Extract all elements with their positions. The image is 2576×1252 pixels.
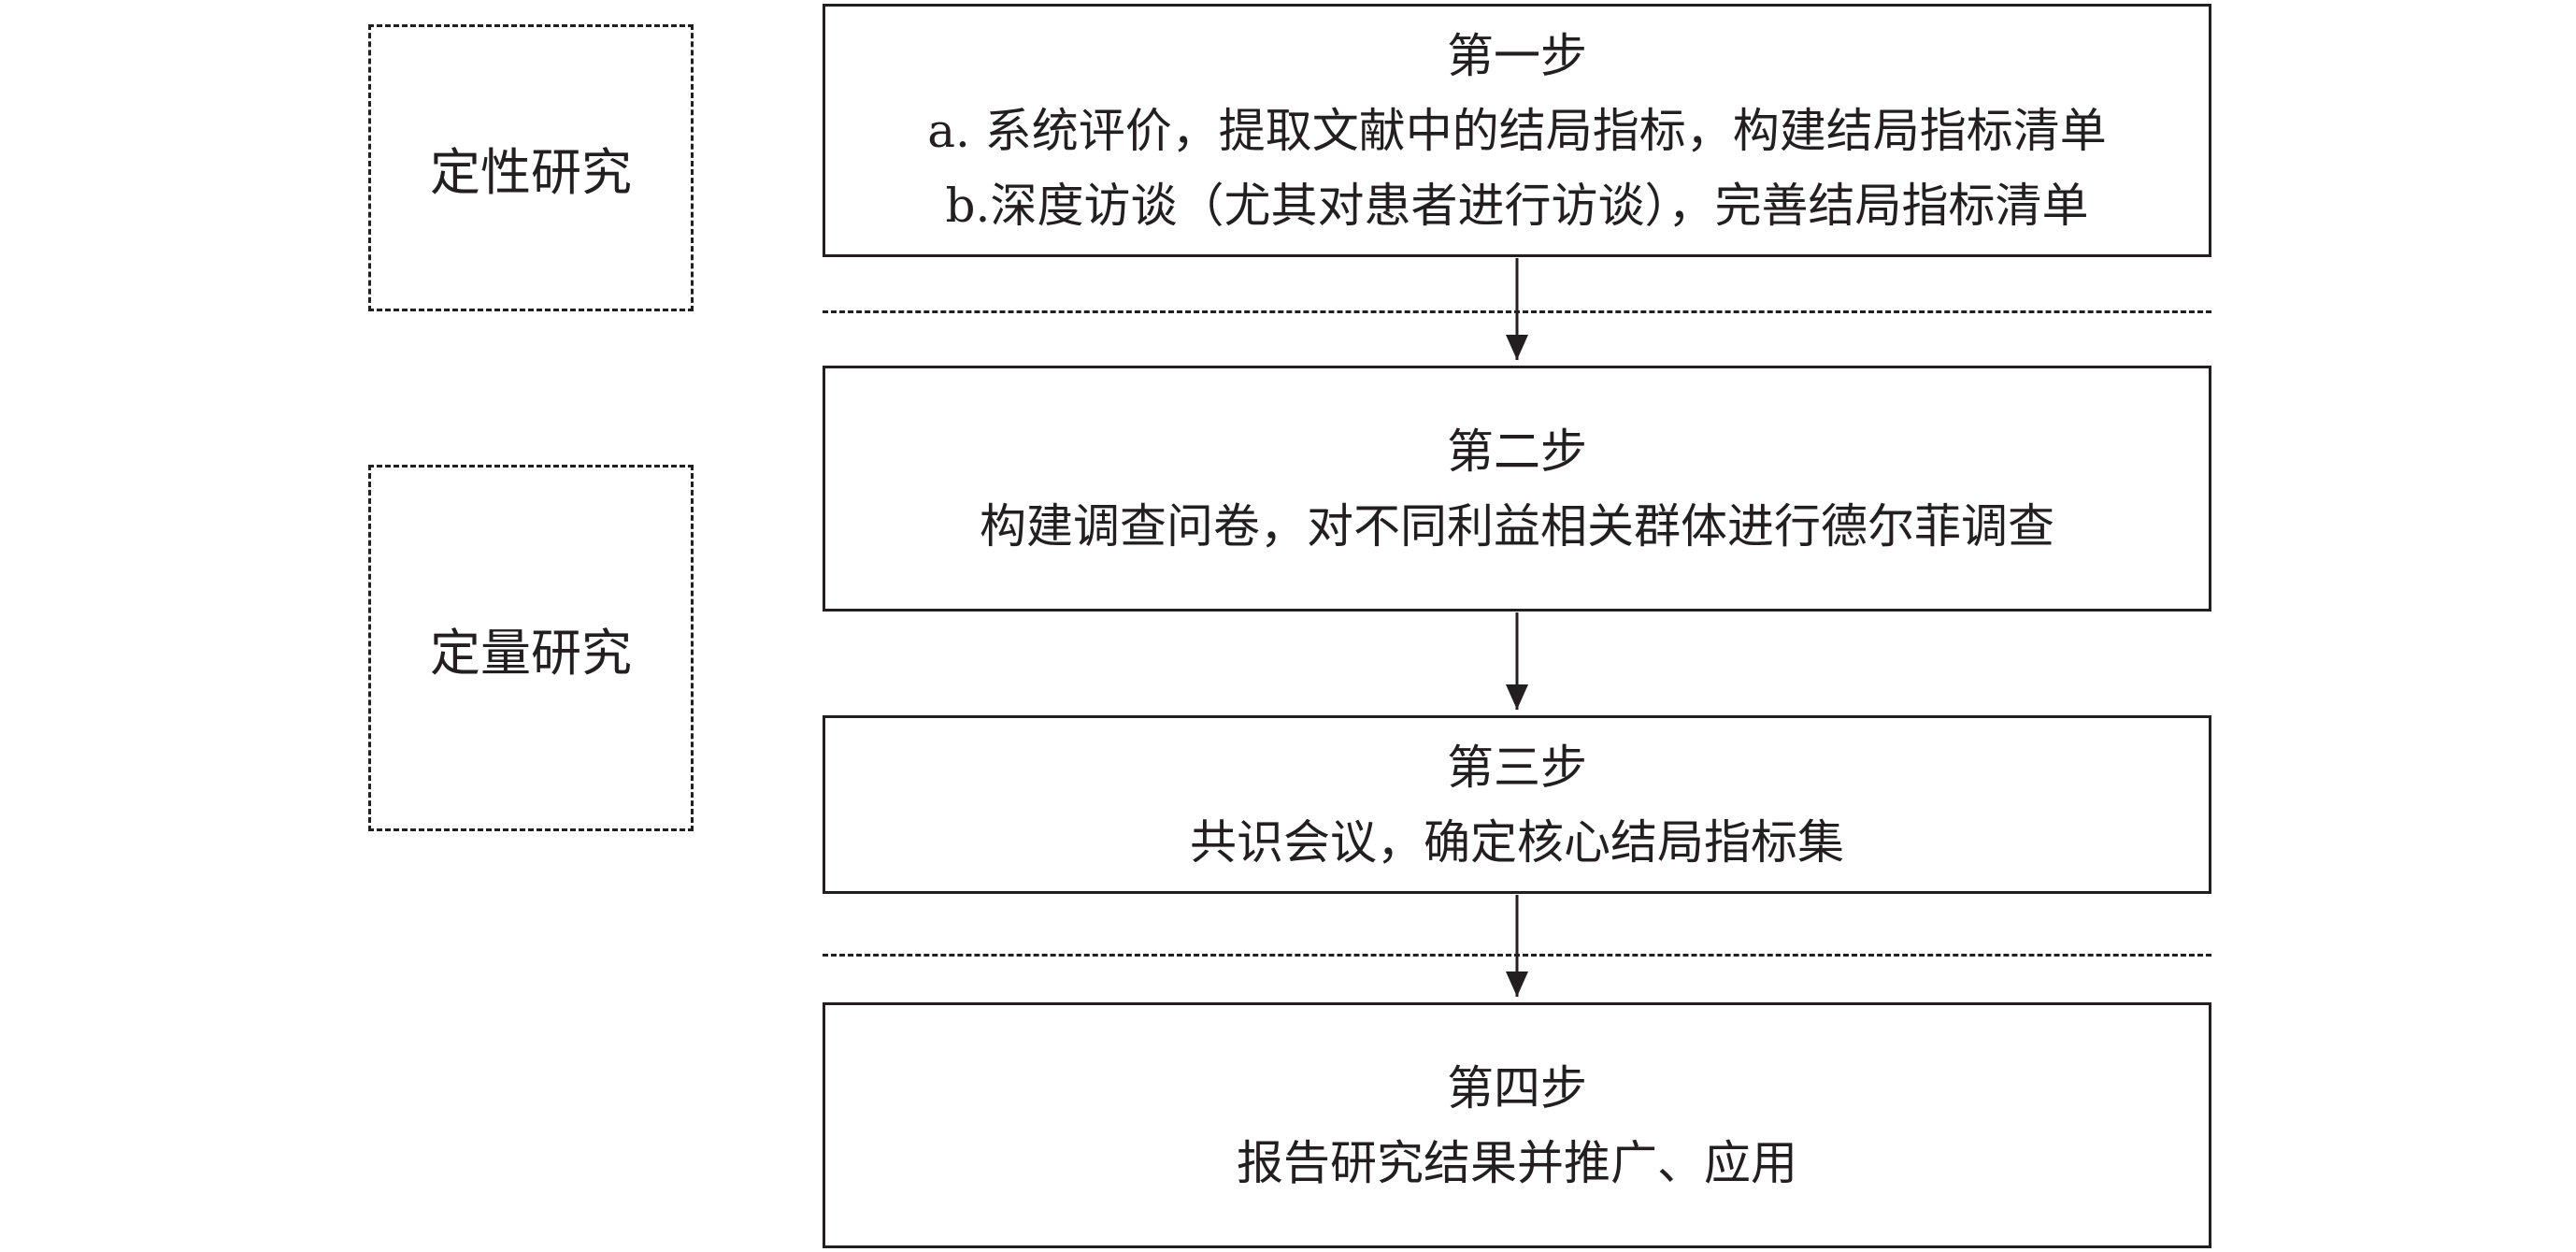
step-2-title: 第二步	[1447, 424, 1587, 479]
step-2-line: 构建调查问卷，对不同利益相关群体进行德尔菲调查	[980, 498, 2054, 554]
step-1-box: 第一步 a. 系统评价，提取文献中的结局指标，构建结局指标清单 b.深度访谈（尤…	[823, 4, 2211, 257]
step-3-title: 第三步	[1447, 740, 1587, 795]
phase-qualitative-box: 定性研究	[368, 24, 694, 311]
phase-qualitative-label: 定性研究	[430, 143, 632, 202]
phase-divider-qual-quant	[823, 310, 2211, 313]
phase-divider-quant-report	[823, 954, 2211, 957]
step-4-title: 第四步	[1447, 1060, 1587, 1115]
step-3-line: 共识会议，确定核心结局指标集	[1190, 814, 1844, 870]
step-1-line-b: b.深度访谈（尤其对患者进行访谈），完善结局指标清单	[945, 178, 2089, 233]
step-1-title: 第一步	[1447, 28, 1587, 83]
step-3-box: 第三步 共识会议，确定核心结局指标集	[823, 715, 2211, 894]
phase-quantitative-box: 定量研究	[368, 465, 694, 831]
step-1-line-a: a. 系统评价，提取文献中的结局指标，构建结局指标清单	[927, 103, 2107, 158]
step-4-line: 报告研究结果并推广、应用	[1237, 1135, 1797, 1190]
step-4-box: 第四步 报告研究结果并推广、应用	[823, 1002, 2211, 1248]
step-2-box: 第二步 构建调查问卷，对不同利益相关群体进行德尔菲调查	[823, 366, 2211, 612]
phase-quantitative-label: 定量研究	[430, 623, 632, 683]
